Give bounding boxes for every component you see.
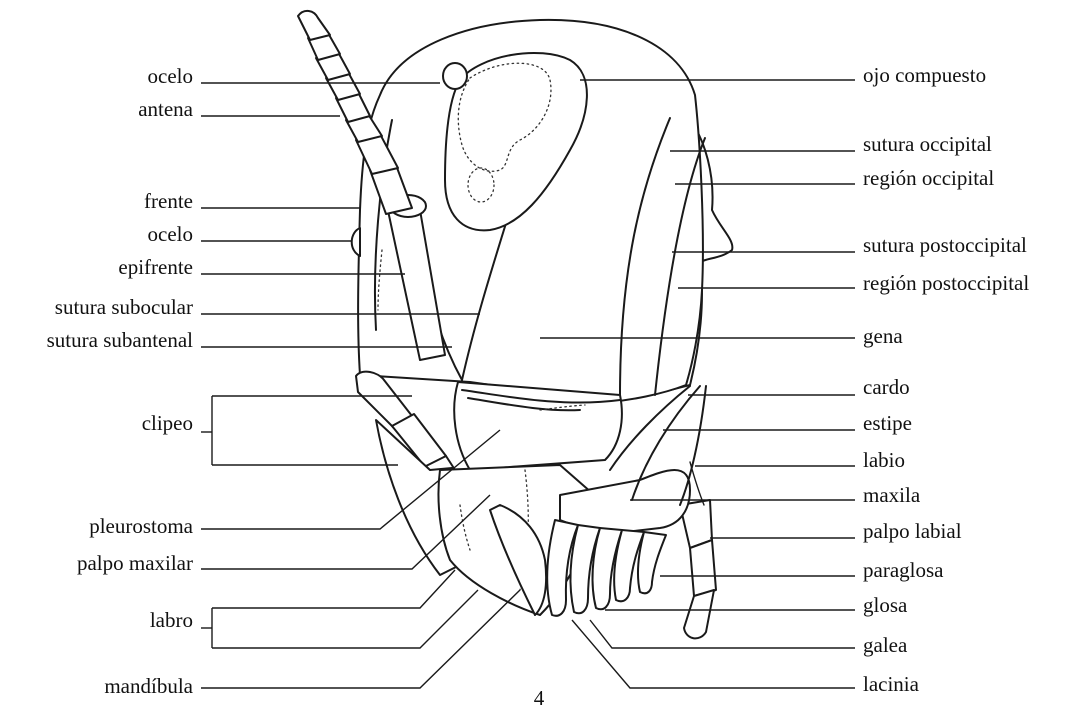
- label-frente: frente: [144, 189, 193, 213]
- label-mandibula: mandíbula: [104, 674, 193, 698]
- labial-palp: [680, 500, 716, 638]
- label-estipe: estipe: [863, 411, 912, 435]
- label-labio: labio: [863, 448, 905, 472]
- label-labro: labro: [150, 608, 193, 632]
- label-lacinia: lacinia: [863, 672, 920, 696]
- label-sutura-occipital: sutura occipital: [863, 132, 992, 156]
- label-sutura-subocular: sutura subocular: [55, 295, 193, 319]
- labium-edge: [690, 462, 704, 505]
- label-ojo-compuesto: ojo compuesto: [863, 63, 986, 87]
- clypeus: [454, 382, 622, 470]
- label-region-occipital: región occipital: [863, 166, 994, 190]
- label-pleurostoma: pleurostoma: [89, 514, 193, 538]
- median-ocellus: [443, 63, 467, 89]
- head-drawing: [298, 11, 732, 638]
- lateral-ocellus: [352, 228, 360, 256]
- label-cardo: cardo: [863, 375, 910, 399]
- label-region-postoccipital: región postoccipital: [863, 271, 1029, 295]
- label-sutura-postoccipital: sutura postoccipital: [863, 233, 1027, 257]
- right-labels: ojo compuesto sutura occipital región oc…: [863, 63, 1029, 696]
- label-gena: gena: [863, 324, 903, 348]
- label-sutura-subantenal: sutura subantenal: [47, 328, 194, 352]
- label-epifrente: epifrente: [118, 255, 193, 279]
- label-palpo-maxilar: palpo maxilar: [77, 551, 193, 575]
- label-ocelo-lateral: ocelo: [148, 222, 193, 246]
- label-maxila: maxila: [863, 483, 921, 507]
- left-labels: ocelo antena frente ocelo epifrente sutu…: [47, 64, 194, 698]
- label-galea: galea: [863, 633, 908, 657]
- label-palpo-labial: palpo labial: [863, 519, 962, 543]
- label-paraglosa: paraglosa: [863, 558, 944, 582]
- label-clipeo: clipeo: [142, 411, 193, 435]
- label-ocelo-top: ocelo: [148, 64, 193, 88]
- label-glosa: glosa: [863, 593, 908, 617]
- label-antena: antena: [138, 97, 193, 121]
- galea-lacinia-lobes: [547, 520, 666, 616]
- figure-number: 4: [534, 686, 545, 710]
